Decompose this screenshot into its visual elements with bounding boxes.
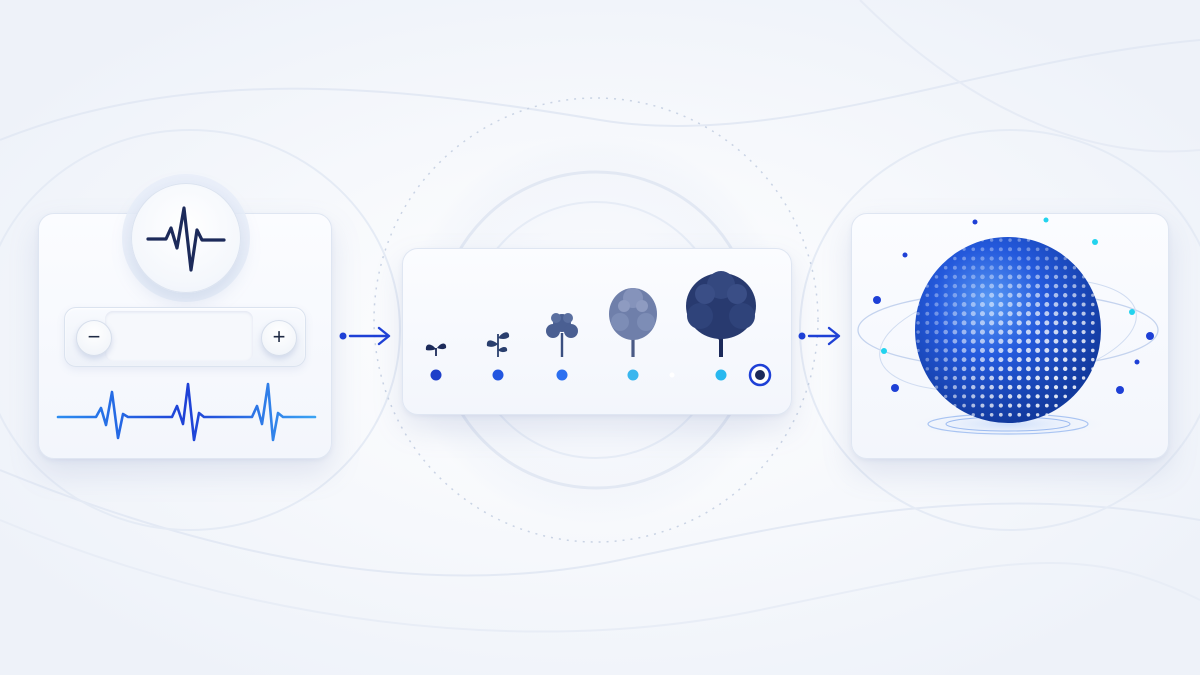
- young-tree-icon: [609, 288, 657, 357]
- plus-button[interactable]: +: [261, 320, 297, 356]
- timeline-dot: [430, 369, 442, 381]
- timeline-dot: [556, 369, 568, 381]
- quantity-stepper: − +: [64, 307, 306, 367]
- sapling-icon: [546, 313, 578, 357]
- minus-button[interactable]: −: [76, 320, 112, 356]
- sprout-icon: [486, 332, 510, 357]
- timeline-dot: [492, 369, 504, 381]
- minus-icon: −: [87, 324, 101, 349]
- timeline-dot: [669, 372, 675, 378]
- timeline-dot: [715, 369, 727, 381]
- timeline-dot: [627, 369, 639, 381]
- seedling-icon: [425, 343, 447, 356]
- plus-icon: +: [272, 324, 286, 349]
- stepper-track: [105, 311, 253, 361]
- heartbeat-monitor: [131, 183, 241, 293]
- heartbeat-icon: [146, 206, 226, 272]
- mature-tree-icon: [686, 271, 756, 357]
